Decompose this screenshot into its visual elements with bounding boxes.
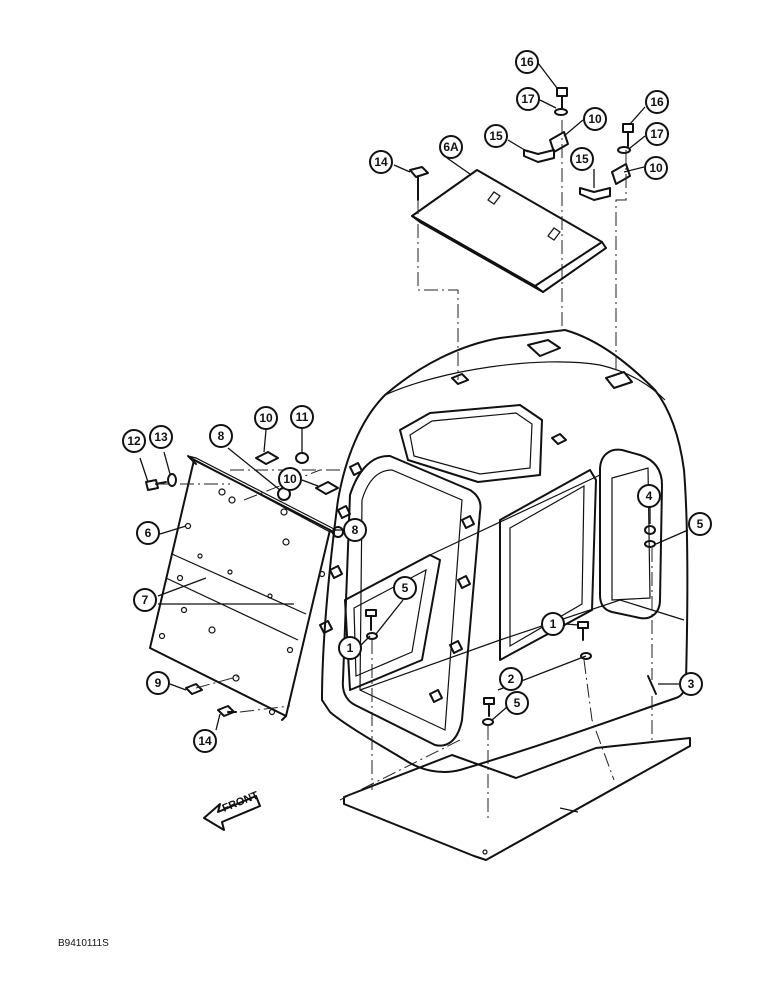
svg-text:17: 17 [521,92,535,106]
callout-10-right: 10 [644,156,668,180]
svg-text:5: 5 [514,696,521,710]
roof-hatch-panel [411,169,607,293]
svg-text:6: 6 [145,526,152,540]
callout-7: 7 [133,588,157,612]
callout-15-right: 15 [570,147,594,171]
cab-frame [319,329,689,773]
svg-text:15: 15 [575,152,589,166]
callout-1-left: 1 [338,636,362,660]
svg-text:8: 8 [218,429,225,443]
callouts: 16 17 10 15 6A 14 16 17 10 15 12 13 10 1… [122,50,712,753]
figure-code: B9410111S [58,938,109,949]
svg-text:1: 1 [347,641,354,655]
callout-10-top: 10 [583,107,607,131]
floor-plate [343,737,691,861]
callout-4: 4 [637,484,661,508]
callout-5-right: 5 [688,512,712,536]
callout-14-lower: 14 [193,729,217,753]
svg-text:10: 10 [259,411,273,425]
svg-text:4: 4 [646,489,653,503]
callout-6: 6 [136,521,160,545]
callout-13: 13 [149,425,173,449]
callout-2: 2 [499,667,523,691]
callout-8-right: 8 [343,518,367,542]
callout-10-lower-left: 10 [278,467,302,491]
callout-15-left: 15 [484,124,508,148]
callout-8-left: 8 [209,424,233,448]
svg-text:8: 8 [352,523,359,537]
svg-text:17: 17 [650,127,664,141]
callout-3: 3 [679,672,703,696]
leader-lines [139,62,689,731]
svg-text:10: 10 [588,112,602,126]
svg-text:13: 13 [154,430,168,444]
svg-text:10: 10 [649,161,663,175]
callout-16-right: 16 [645,90,669,114]
svg-text:16: 16 [650,95,664,109]
svg-text:5: 5 [402,581,409,595]
callout-14-top: 14 [369,150,393,174]
svg-text:10: 10 [283,472,297,486]
svg-text:14: 14 [198,734,212,748]
assembly-lines [156,120,653,820]
front-label: FRONT [221,789,261,814]
svg-text:15: 15 [489,129,503,143]
callout-9: 9 [146,671,170,695]
svg-text:6A: 6A [443,140,459,154]
callout-12: 12 [122,429,146,453]
svg-text:3: 3 [688,677,695,691]
hardware [145,87,657,726]
svg-text:1: 1 [550,617,557,631]
callout-16-top: 16 [515,50,539,74]
callout-11: 11 [290,405,314,429]
svg-text:16: 16 [520,55,534,69]
callout-17-right: 17 [645,122,669,146]
svg-text:2: 2 [508,672,515,686]
callout-5-lower: 5 [505,691,529,715]
callout-6a: 6A [439,135,463,159]
svg-text:11: 11 [296,410,309,424]
callout-5-left: 5 [393,576,417,600]
svg-text:14: 14 [374,155,388,169]
svg-text:5: 5 [697,517,704,531]
svg-text:12: 12 [127,434,141,448]
svg-text:7: 7 [142,593,149,607]
callout-1-right: 1 [541,612,565,636]
callout-10-upper-left: 10 [254,406,278,430]
svg-text:9: 9 [155,676,162,690]
callout-17-top: 17 [516,87,540,111]
front-direction-arrow: FRONT [203,789,261,831]
